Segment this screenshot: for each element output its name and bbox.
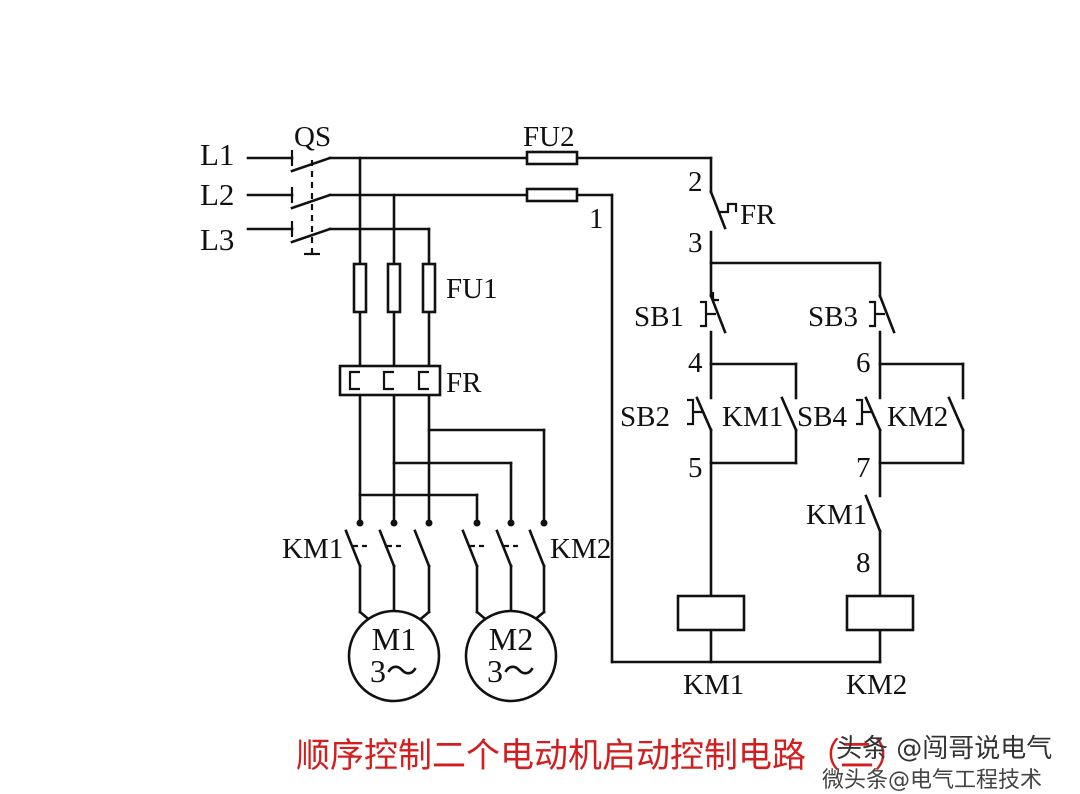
sb2-start-button [687, 396, 713, 432]
label-m1-phase: 3～ [370, 653, 418, 689]
fr-thermal-relay [338, 364, 442, 397]
label-node-7: 7 [856, 452, 871, 484]
bus-lines [328, 156, 713, 231]
label-fr-main: FR [446, 367, 482, 399]
label-node-8: 8 [856, 547, 871, 579]
label-node-6: 6 [856, 347, 871, 379]
fu2-fuses [525, 150, 579, 203]
control-circuit-wires [610, 156, 965, 664]
label-node-4: 4 [688, 347, 703, 379]
km1-aux-contact [780, 396, 798, 432]
label-m1: M1 [372, 621, 416, 657]
label-fu2: FU2 [523, 121, 575, 153]
km2-coil [845, 594, 915, 632]
label-km1-main: KM1 [282, 533, 343, 565]
km1-interlock-contact [864, 494, 882, 533]
km2-main-contacts [461, 519, 548, 624]
label-km2-aux: KM2 [887, 401, 948, 433]
sb1-stop-button [700, 292, 727, 334]
label-node-2: 2 [688, 166, 703, 198]
power-inputs [246, 150, 294, 237]
qs-switch [290, 156, 332, 256]
label-m2-phase: 3～ [487, 653, 535, 689]
main-circuit-phases [358, 156, 431, 522]
label-sb3: SB3 [808, 301, 858, 333]
label-m2: M2 [489, 621, 533, 657]
label-node-5: 5 [688, 452, 703, 484]
label-qs: QS [294, 121, 331, 153]
label-l1: L1 [200, 137, 234, 172]
label-km1-aux: KM1 [722, 401, 783, 433]
sb3-stop-button [869, 294, 896, 334]
circuit-diagram: L1 L2 L3 QS FU2 FU1 FR 1 2 FR 3 SB1 SB3 … [200, 121, 965, 703]
label-km1-interlock: KM1 [806, 499, 867, 531]
watermark-secondary: 微头条@电气工程技术 [822, 768, 1043, 793]
watermark: 头条 @闯哥说电气 [836, 734, 1053, 764]
diagram-caption: 顺序控制二个电动机启动控制电路（二） [296, 736, 908, 776]
label-fu1: FU1 [446, 273, 498, 305]
label-l3: L3 [200, 222, 234, 257]
label-km1-coil: KM1 [683, 669, 744, 701]
fr-control-contact [709, 190, 738, 230]
km2-aux-contact [947, 396, 965, 432]
km1-coil [676, 594, 746, 632]
label-km2-main: KM2 [550, 533, 611, 565]
label-km2-coil: KM2 [846, 669, 907, 701]
motor-m2 [464, 609, 558, 703]
label-fr-ctrl: FR [740, 199, 776, 231]
label-l2: L2 [200, 177, 234, 212]
km2-branch-wires [358, 428, 546, 522]
motor-m1 [347, 609, 441, 703]
label-sb4: SB4 [797, 401, 847, 433]
label-node-1: 1 [589, 203, 604, 235]
sb4-start-button [856, 396, 882, 432]
label-node-3: 3 [688, 227, 703, 259]
label-sb2: SB2 [620, 401, 670, 433]
km1-main-contacts [344, 519, 433, 624]
label-sb1: SB1 [634, 301, 684, 333]
fu1-fuses [352, 262, 437, 314]
